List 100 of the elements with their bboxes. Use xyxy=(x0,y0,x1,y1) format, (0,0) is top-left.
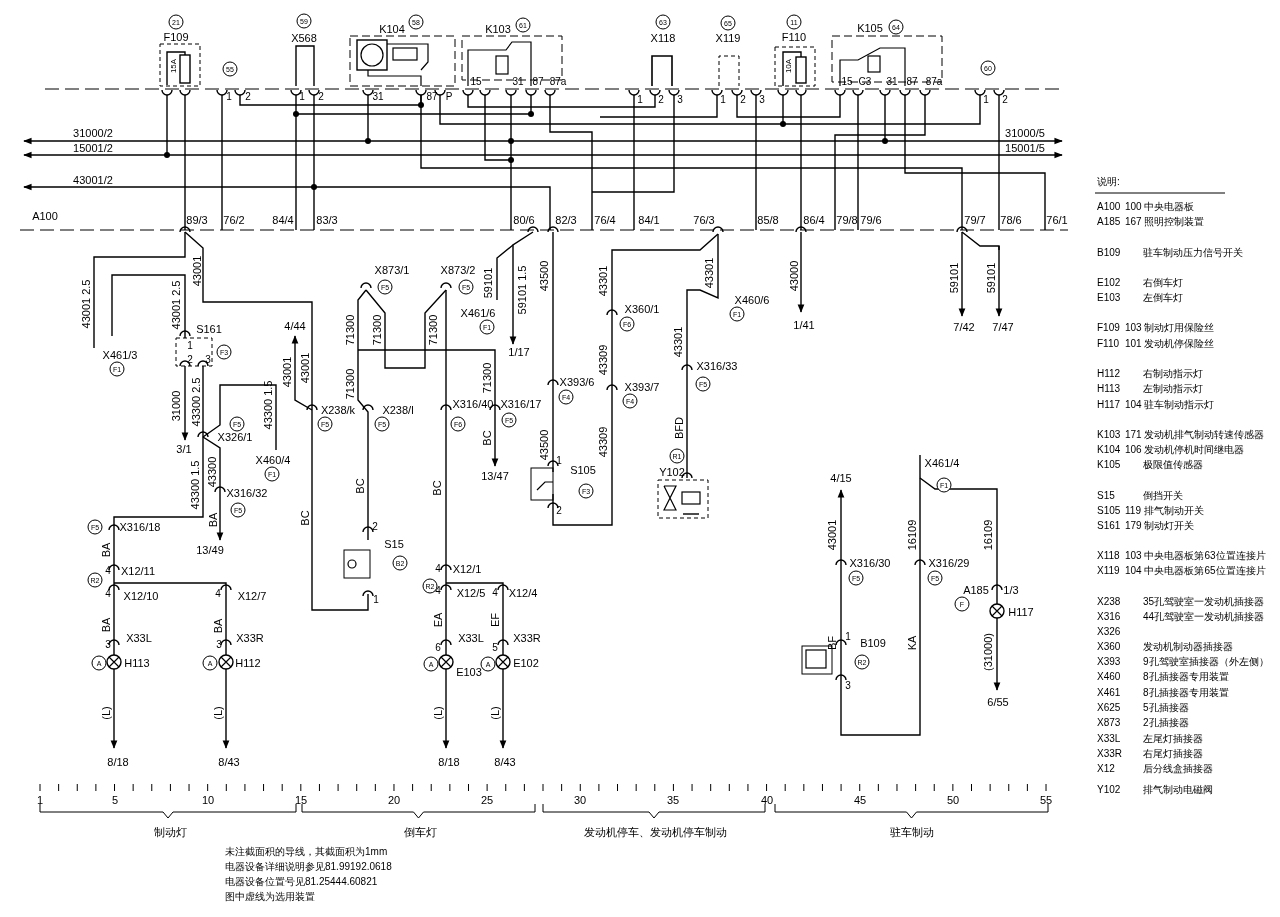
scale-number: 20 xyxy=(387,794,401,806)
wire-label: 43300 2.5 xyxy=(190,377,202,427)
pin-number: 31 xyxy=(512,76,524,88)
pin-number: 3 xyxy=(105,639,111,651)
connector-label: 7/42 xyxy=(953,321,975,333)
wire-label: 59101 1.5 xyxy=(516,265,528,315)
legend-code: K104 xyxy=(1097,444,1121,456)
connector-label: 86/4 xyxy=(803,214,825,226)
pin-number: P xyxy=(445,91,453,103)
connector-label: X33R xyxy=(236,632,264,644)
legend-description: 后分线盒插接器 xyxy=(1143,763,1213,775)
legend-code: X316 xyxy=(1097,611,1121,623)
legend-code: A100 xyxy=(1097,201,1121,213)
wire-label: EA xyxy=(432,612,444,628)
wire-label: 59101 xyxy=(985,262,997,294)
legend-description: 5孔插接器 xyxy=(1143,702,1189,714)
connector-label: 84/1 xyxy=(638,214,660,226)
connector-label: F109 xyxy=(163,31,189,43)
legend-description: 8孔插接器专用装置 xyxy=(1143,687,1229,699)
legend-code: F109 xyxy=(1097,322,1120,334)
connector-label: X460/4 xyxy=(255,454,291,466)
note-text: 电器设备详细说明参见81.99192.0618 xyxy=(225,861,392,873)
pin-number: 2 xyxy=(1002,94,1008,106)
legend-description: 35孔驾驶室一发动机插接器 xyxy=(1143,596,1265,608)
connector-label: H112 xyxy=(235,657,261,669)
wire-label: BC xyxy=(299,510,311,526)
legend-code: E103 xyxy=(1097,292,1121,304)
connector-label: 1/3 xyxy=(1003,584,1019,596)
pin-number: 5 xyxy=(492,642,498,654)
pin-number: 2 xyxy=(658,94,664,106)
connector-label: X316/17 xyxy=(500,398,542,410)
legend-description: 倒挡开关 xyxy=(1143,490,1183,502)
pin-number: 2 xyxy=(740,94,746,106)
connector-label: X118 xyxy=(650,32,676,44)
legend-code: E102 xyxy=(1097,277,1121,289)
pin-number: 87a xyxy=(925,76,943,88)
connector-label: 79/6 xyxy=(860,214,882,226)
legend-code: B109 xyxy=(1097,247,1121,259)
wire-label: 16109 xyxy=(906,519,918,551)
connector-label: 4/15 xyxy=(830,472,852,484)
scale-number: 35 xyxy=(666,794,680,806)
wire-label: 59101 xyxy=(948,262,960,294)
pin-number: C3 xyxy=(858,76,872,88)
fuse-rating: 10A xyxy=(783,58,794,74)
connector-label: 3/1 xyxy=(176,443,192,455)
legend-description: 104 驻车制动指示灯 xyxy=(1125,399,1215,411)
connector-label: 82/3 xyxy=(555,214,577,226)
legend-code: X461 xyxy=(1097,687,1121,699)
legend-code: S105 xyxy=(1097,505,1121,517)
connector-label: X461/6 xyxy=(460,307,496,319)
wire-label: 71300 xyxy=(427,314,439,346)
connector-label: 8/18 xyxy=(438,756,460,768)
wire-label: 43309 xyxy=(597,426,609,458)
pin-number: 15 xyxy=(841,76,853,88)
wire-label: (31000) xyxy=(982,633,994,671)
wire-label: 43301 xyxy=(703,257,715,289)
connector-label: X360/1 xyxy=(624,303,660,315)
pin-number: 4 xyxy=(215,588,221,600)
connector-label: 15001/2 xyxy=(73,142,113,154)
connector-label: X33R xyxy=(513,632,541,644)
wire-label: EF xyxy=(489,612,501,628)
legend-description: 100 中央电器板 xyxy=(1125,201,1195,213)
connector-label: H117 xyxy=(1008,606,1034,618)
pin-number: 4 xyxy=(492,587,498,599)
pin-number: 15 xyxy=(470,76,482,88)
legend-code: A185 xyxy=(1097,216,1121,228)
connector-label: 4/44 xyxy=(284,320,306,332)
legend-code: X393 xyxy=(1097,656,1121,668)
connector-label: X316/30 xyxy=(849,557,891,569)
connector-label: 76/2 xyxy=(223,214,245,226)
connector-label: S105 xyxy=(570,464,596,476)
legend-description: 左倒车灯 xyxy=(1143,292,1183,304)
connector-label: X326/1 xyxy=(217,431,253,443)
legend-code: Y102 xyxy=(1097,784,1121,796)
pin-number: 4 xyxy=(105,588,111,600)
wire-label: BC xyxy=(481,430,493,446)
legend-code: S15 xyxy=(1097,490,1115,502)
connector-label: 79/7 xyxy=(964,214,986,226)
connector-label: X568 xyxy=(291,32,317,44)
legend-code: K105 xyxy=(1097,459,1121,471)
scale-number: 1 xyxy=(36,794,44,806)
pin-number: 1 xyxy=(299,91,305,103)
connector-label: 84/4 xyxy=(272,214,294,226)
connector-label: X12/4 xyxy=(508,587,538,599)
pin-number: 4 xyxy=(435,585,441,597)
connector-label: 89/3 xyxy=(186,214,208,226)
legend-description: 驻车制动压力信号开关 xyxy=(1143,247,1243,259)
connector-label: X316/29 xyxy=(928,557,970,569)
wire-label: 43000 xyxy=(788,260,800,292)
connector-label: 85/8 xyxy=(757,214,779,226)
wire-label: 16109 xyxy=(982,519,994,551)
wire-label: BA xyxy=(212,618,224,634)
legend-description: 排气制动电磁阀 xyxy=(1143,784,1213,796)
legend-description: 发动机制动器插接器 xyxy=(1143,641,1233,653)
connector-label: X393/6 xyxy=(559,376,595,388)
pin-number: 3 xyxy=(845,680,851,692)
wire-label: 43001 xyxy=(281,356,293,388)
legend-code: X625 xyxy=(1097,702,1121,714)
pin-number: 2 xyxy=(556,505,562,517)
legend-description: 9孔驾驶室插接器（外左侧） xyxy=(1143,656,1269,668)
